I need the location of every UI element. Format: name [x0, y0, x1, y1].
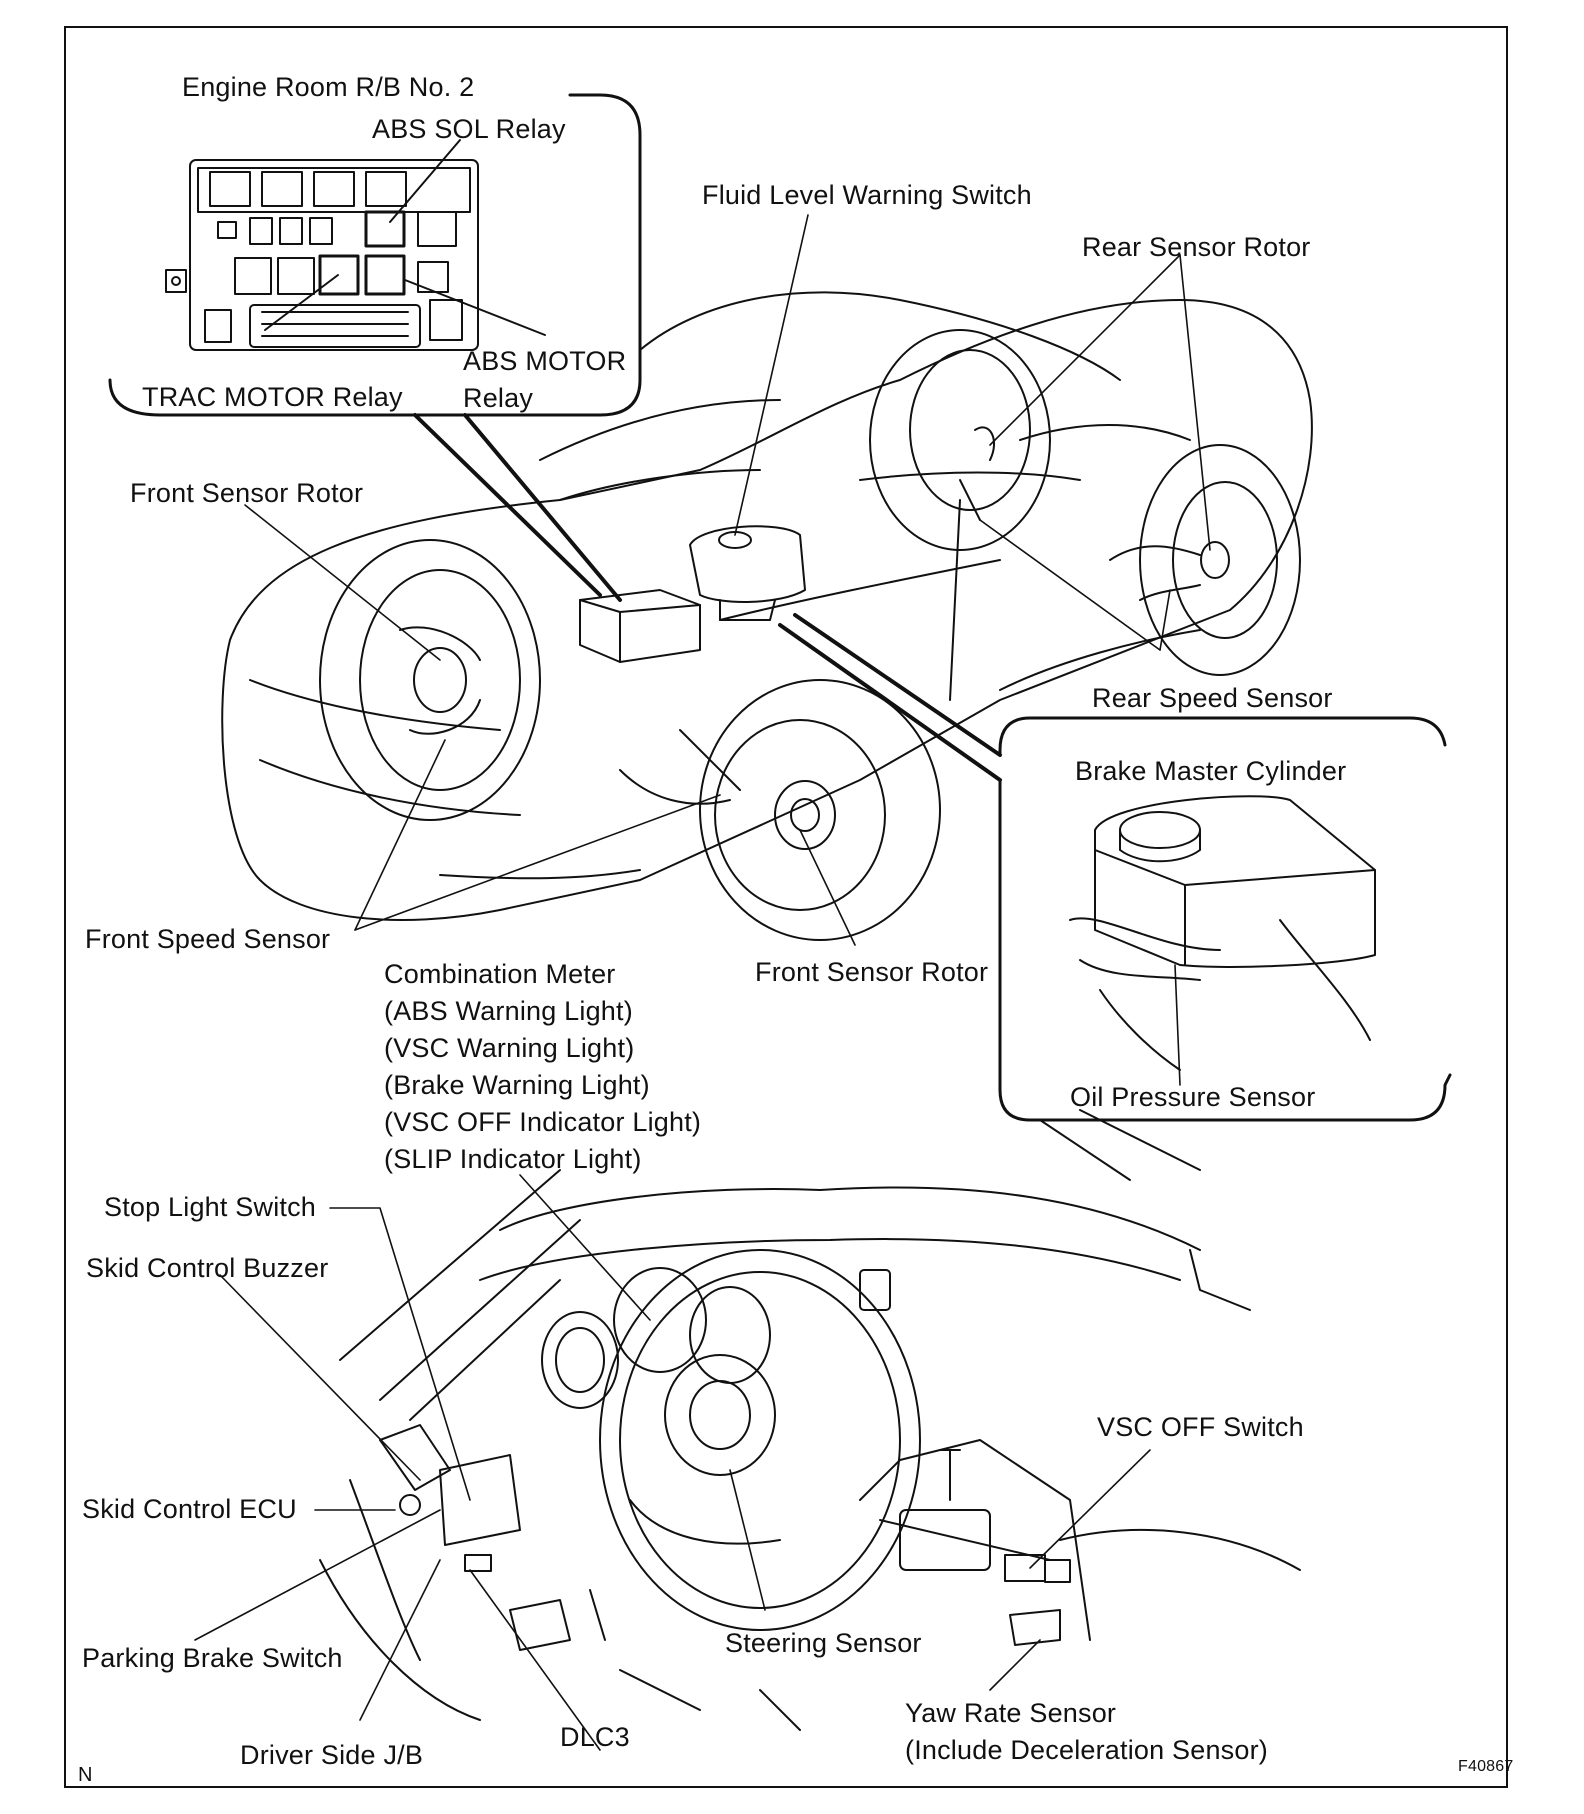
vehicle-illustration	[221, 291, 1313, 941]
trac-motor-relay-label: TRAC MOTOR Relay	[142, 382, 403, 412]
rear-sensor-rotor-label: Rear Sensor Rotor	[1082, 232, 1311, 262]
corner-mark-left: N	[78, 1764, 93, 1786]
rear-speed-sensor-label: Rear Speed Sensor	[1092, 683, 1333, 713]
vehicle-leader-lines	[244, 214, 1211, 946]
front-sensor-rotor-label-right: Front Sensor Rotor	[755, 957, 989, 987]
dlc3-label: DLC3	[560, 1722, 630, 1752]
abs-warning-light-label: (ABS Warning Light)	[384, 996, 633, 1026]
yaw-rate-sensor-label-line2: (Include Deceleration Sensor)	[905, 1735, 1268, 1765]
master-cylinder-callout	[778, 613, 1452, 1122]
steering-sensor-label: Steering Sensor	[725, 1628, 922, 1658]
front-sensor-rotor-label-left: Front Sensor Rotor	[130, 478, 364, 508]
diagram-frame	[64, 26, 1508, 1788]
brake-warning-light-label: (Brake Warning Light)	[384, 1070, 650, 1100]
vsc-off-indicator-light-label: (VSC OFF Indicator Light)	[384, 1107, 702, 1137]
vsc-warning-light-label: (VSC Warning Light)	[384, 1033, 635, 1063]
dashboard-illustration	[319, 1109, 1301, 1731]
combination-meter-title: Combination Meter	[384, 959, 616, 989]
fluid-level-warning-switch-label: Fluid Level Warning Switch	[702, 180, 1032, 210]
parking-brake-switch-label: Parking Brake Switch	[82, 1643, 343, 1673]
figure-code: F40867	[1458, 1758, 1514, 1775]
abs-motor-relay-label-line1: ABS MOTOR	[463, 346, 627, 376]
skid-control-buzzer-label: Skid Control Buzzer	[86, 1253, 329, 1283]
abs-motor-relay-label-line2: Relay	[463, 383, 534, 413]
vsc-off-switch-label: VSC OFF Switch	[1097, 1412, 1304, 1442]
abs-sol-relay-label: ABS SOL Relay	[372, 114, 566, 144]
driver-side-jb-label: Driver Side J/B	[240, 1740, 424, 1770]
skid-control-ecu-label: Skid Control ECU	[82, 1494, 297, 1524]
yaw-rate-sensor-label-line1: Yaw Rate Sensor	[905, 1698, 1117, 1728]
relay-box-callout	[108, 93, 642, 602]
brake-master-cylinder-label: Brake Master Cylinder	[1075, 756, 1347, 786]
slip-indicator-light-label: (SLIP Indicator Light)	[384, 1144, 642, 1174]
relay-box-title: Engine Room R/B No. 2	[182, 72, 475, 102]
stop-light-switch-label: Stop Light Switch	[104, 1192, 317, 1222]
cabin-leader-lines	[194, 1174, 1151, 1751]
front-speed-sensor-label: Front Speed Sensor	[85, 924, 331, 954]
combination-meter-label: Combination Meter (ABS Warning Light) (V…	[384, 956, 701, 1178]
oil-pressure-sensor-label: Oil Pressure Sensor	[1070, 1082, 1316, 1112]
